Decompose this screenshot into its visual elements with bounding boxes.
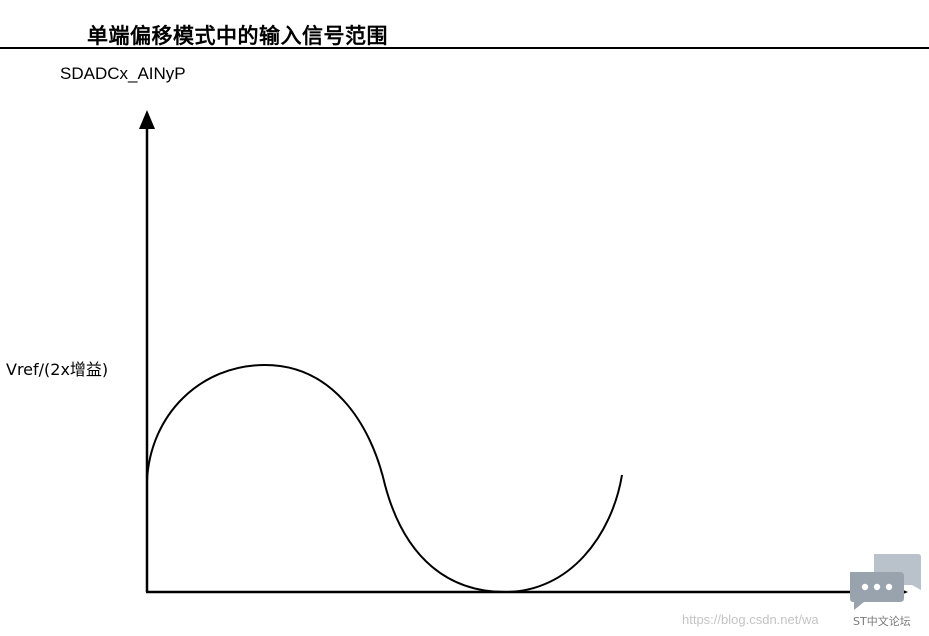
y-axis-arrowhead xyxy=(139,110,155,129)
chat-bubbles-icon xyxy=(850,554,921,610)
watermark-url: https://blog.csdn.net/wa xyxy=(682,612,819,627)
y-axis-label: SDADCx_AINyP xyxy=(60,64,186,83)
watermark-brand: ST中文论坛 xyxy=(853,615,911,628)
title-underline xyxy=(0,47,929,49)
signal-waveform xyxy=(146,363,623,594)
page-title: 单端偏移模式中的输入信号范围 xyxy=(87,24,388,48)
level-label: Vref/(2x增益) xyxy=(6,360,109,379)
